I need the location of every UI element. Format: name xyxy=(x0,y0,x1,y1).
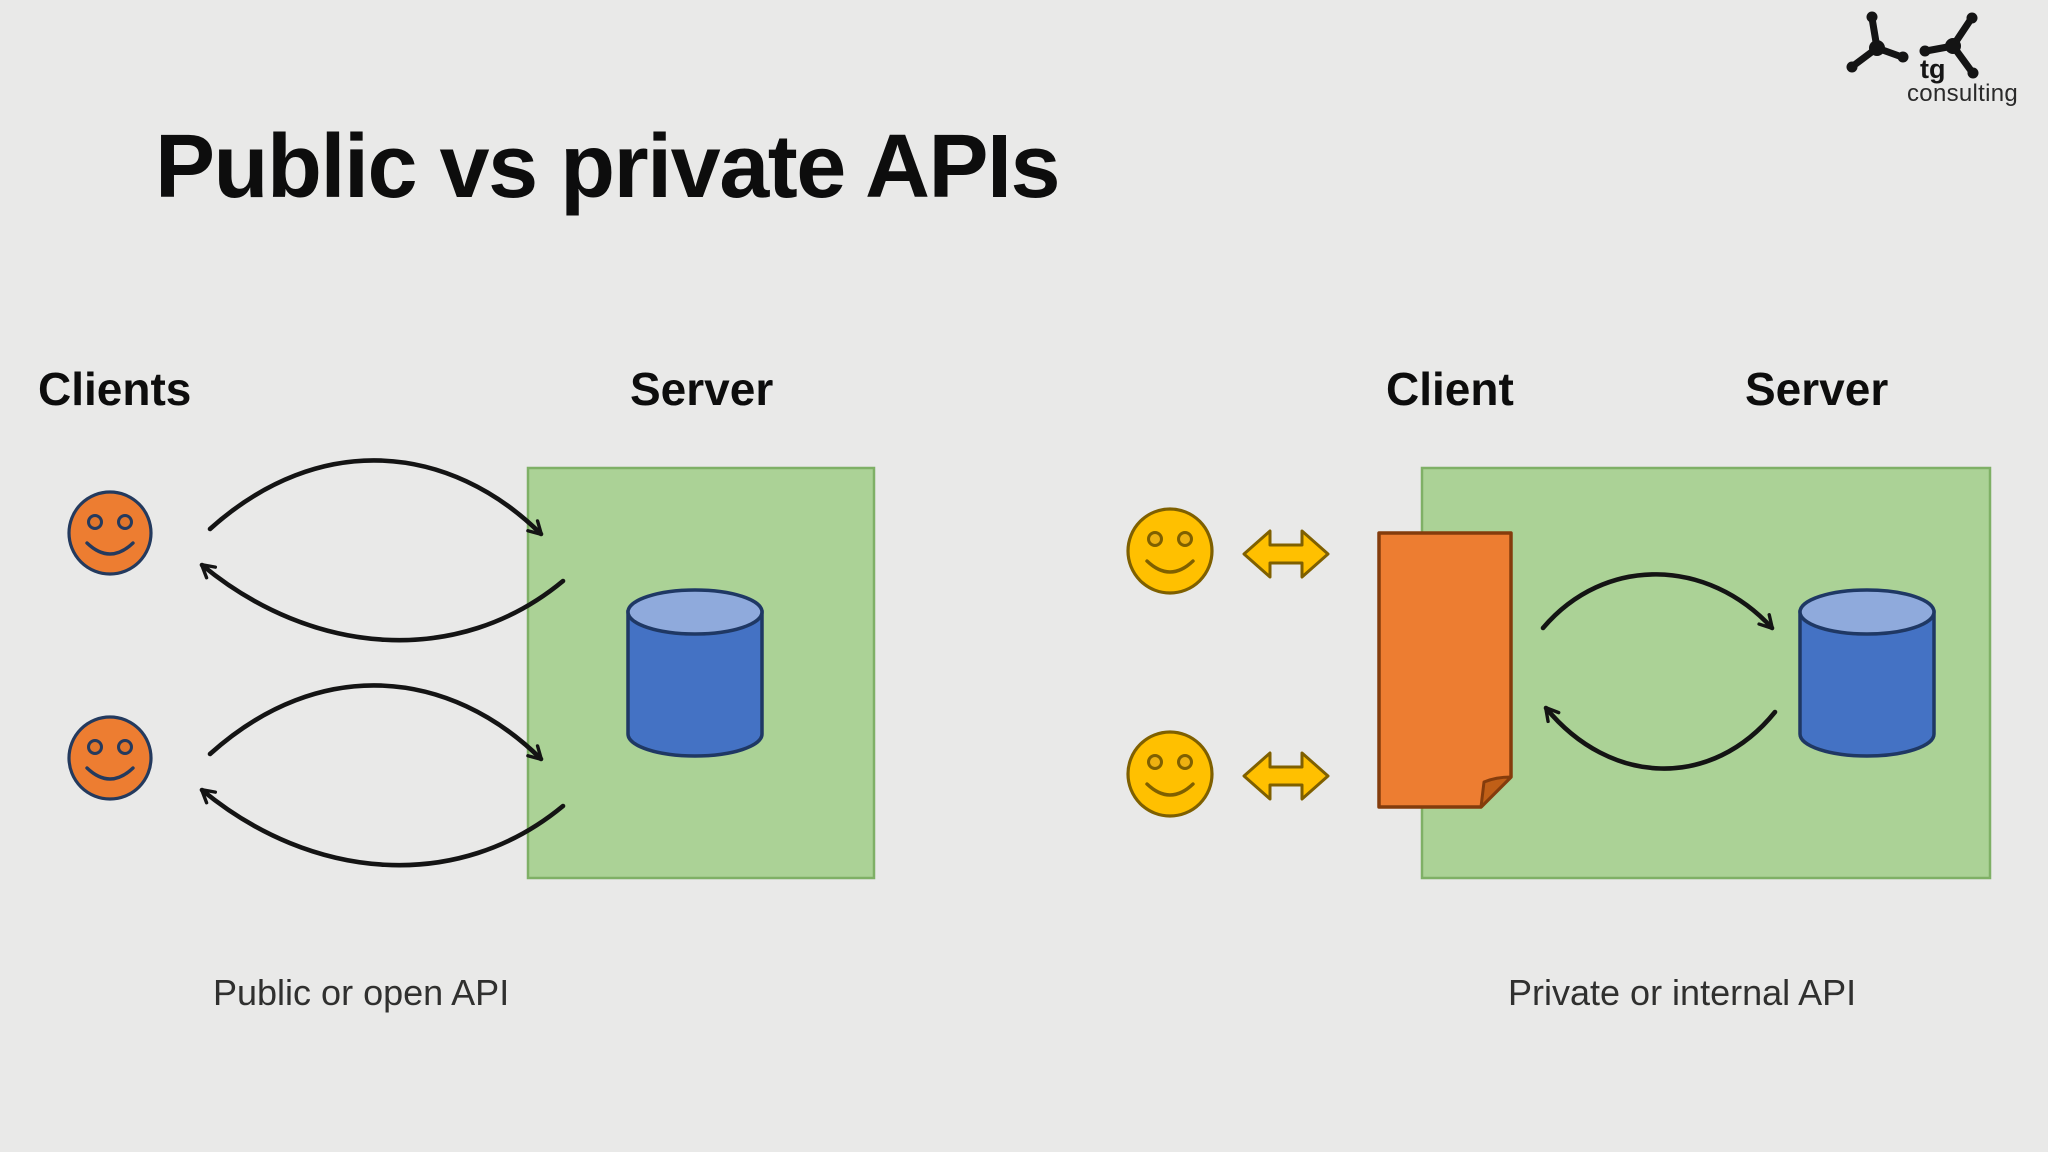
private-api-caption: Private or internal API xyxy=(1508,972,1857,1013)
private-response-arrow xyxy=(1543,705,1778,771)
public-response-arrow-1 xyxy=(199,562,566,643)
private-request-arrow xyxy=(1540,572,1775,631)
public-clients-label: Clients xyxy=(38,363,192,415)
public-database-icon xyxy=(626,588,764,758)
logo-name: tg xyxy=(1920,54,1946,84)
public-api-caption: Public or open API xyxy=(213,972,510,1013)
public-client-icon-1 xyxy=(67,490,153,576)
private-client-icon-2 xyxy=(1126,730,1214,818)
exchange-double-arrow-icon-2 xyxy=(1242,751,1330,801)
tg-logo-icon xyxy=(1846,11,1979,79)
private-client-icon-1 xyxy=(1126,507,1214,595)
private-client-label: Client xyxy=(1386,363,1514,415)
page-title: Public vs private APIs xyxy=(155,117,1061,217)
logo-subtitle: consulting xyxy=(1907,80,2019,107)
public-server-label: Server xyxy=(630,363,774,415)
tg-consulting-logo: tg consulting xyxy=(1835,6,2047,107)
public-response-arrow-2 xyxy=(199,787,566,868)
public-request-arrow-1 xyxy=(207,458,544,537)
public-request-arrow-2 xyxy=(207,683,544,762)
internal-api-document-shape xyxy=(1377,531,1513,809)
exchange-double-arrow-icon-1 xyxy=(1242,529,1330,579)
private-server-label: Server xyxy=(1745,363,1889,415)
public-client-icon-2 xyxy=(67,715,153,801)
private-database-icon xyxy=(1798,588,1936,758)
